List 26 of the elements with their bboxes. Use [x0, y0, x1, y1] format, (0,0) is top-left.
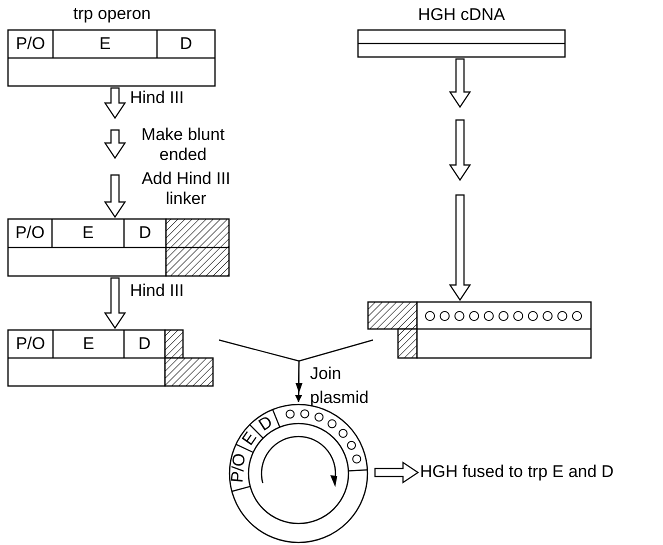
segment-label: E — [98, 33, 112, 56]
ring-segment-label: P/O — [228, 452, 250, 484]
block-arrow — [374, 461, 420, 484]
construct-title: trp operon — [72, 2, 152, 25]
step-label: Hind III — [130, 88, 185, 108]
step-label: plasmid — [310, 388, 369, 408]
segment-label: E — [81, 222, 95, 244]
block-arrow — [104, 174, 126, 218]
segment-label: E — [82, 333, 96, 356]
step-label: Join — [310, 364, 342, 384]
block-arrow — [104, 277, 126, 330]
step-label: Make blunt ended — [140, 125, 226, 164]
segment-label: P/O — [14, 333, 46, 356]
block-arrow — [448, 194, 472, 302]
construct-title: HGH cDNA — [417, 4, 506, 26]
step-label: Hind III — [130, 281, 185, 301]
segment-label: D — [178, 33, 194, 56]
segment-label: D — [138, 222, 152, 244]
segment-label: P/O — [14, 33, 46, 56]
join-line — [295, 339, 374, 402]
segment-label: P/O — [14, 222, 46, 244]
step-label: Add Hind III linker — [140, 169, 232, 208]
segment-label: D — [137, 333, 152, 356]
block-arrow — [104, 87, 126, 120]
block-arrow — [448, 58, 472, 108]
result-label: HGH fused to trp E and D — [420, 460, 615, 483]
